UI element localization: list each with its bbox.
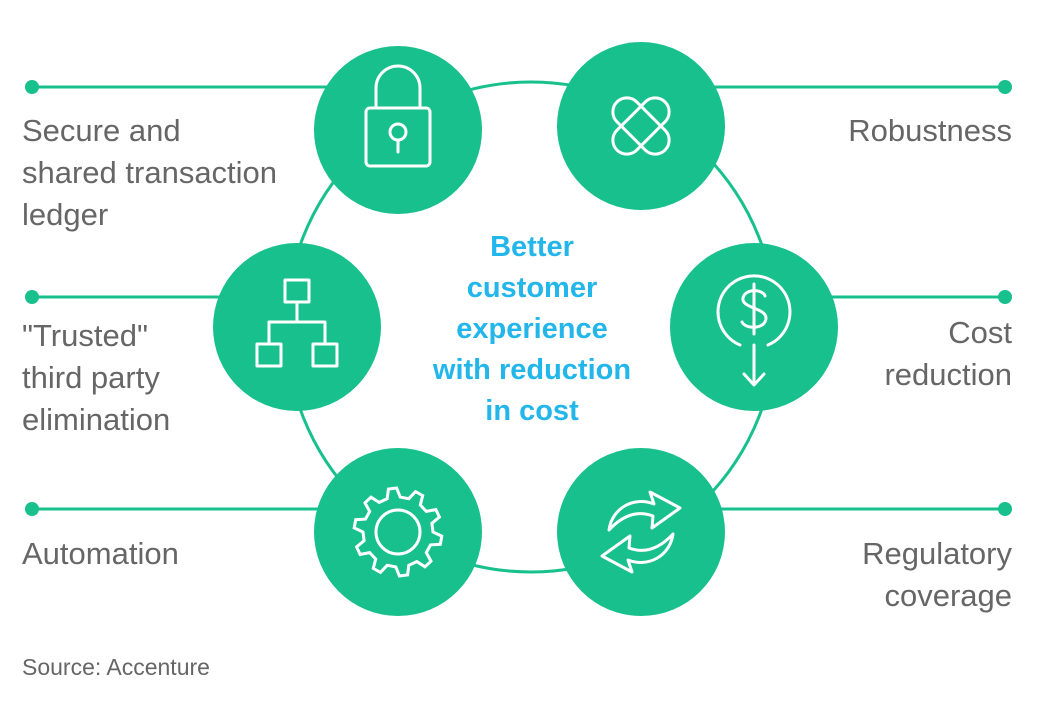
- label-line: Automation: [22, 536, 179, 571]
- label-line: shared transaction: [22, 155, 278, 190]
- node-automation: [314, 448, 482, 616]
- center-line: customer: [466, 272, 598, 304]
- label-cost-reduction: Cost reduction: [884, 312, 1012, 396]
- label-line: Robustness: [848, 113, 1012, 148]
- center-line: in cost: [485, 395, 579, 427]
- lock-icon: [364, 64, 432, 168]
- label-line: "Trusted": [22, 318, 148, 353]
- refresh-arrows-icon: [600, 490, 682, 574]
- label-secure-ledger: Secure and shared transaction ledger: [22, 110, 277, 236]
- node-cost-reduction: [670, 243, 838, 411]
- center-line: experience: [456, 313, 608, 345]
- dollar-down-arrow-icon: [716, 274, 792, 387]
- label-robustness: Robustness: [848, 110, 1012, 152]
- node-regulatory-coverage: [557, 448, 725, 616]
- source-note: Source: Accenture: [22, 654, 210, 680]
- node-trusted-third-party: [213, 243, 381, 411]
- hierarchy-chart-icon: [255, 278, 339, 368]
- label-line: coverage: [884, 578, 1012, 613]
- label-line: elimination: [22, 402, 171, 437]
- label-automation: Automation: [22, 533, 179, 575]
- label-line: Cost: [948, 315, 1012, 350]
- node-secure-ledger: [314, 46, 482, 214]
- label-regulatory-coverage: Regulatory coverage: [862, 533, 1012, 617]
- label-line: ledger: [22, 197, 109, 232]
- label-trusted-third-party: "Trusted" third party elimination: [22, 315, 170, 441]
- label-line: Secure and: [22, 113, 181, 148]
- label-line: Regulatory: [862, 536, 1012, 571]
- center-line: with reduction: [432, 354, 632, 386]
- gear-outline: [352, 486, 444, 578]
- node-robustness: [557, 42, 725, 210]
- label-line: third party: [22, 360, 160, 395]
- center-line: Better: [490, 231, 574, 263]
- label-line: reduction: [884, 357, 1012, 392]
- center-statement: Better customer experience with reductio…: [387, 227, 677, 432]
- gear-icon: [352, 486, 444, 578]
- interlocking-shapes-icon: [611, 96, 671, 156]
